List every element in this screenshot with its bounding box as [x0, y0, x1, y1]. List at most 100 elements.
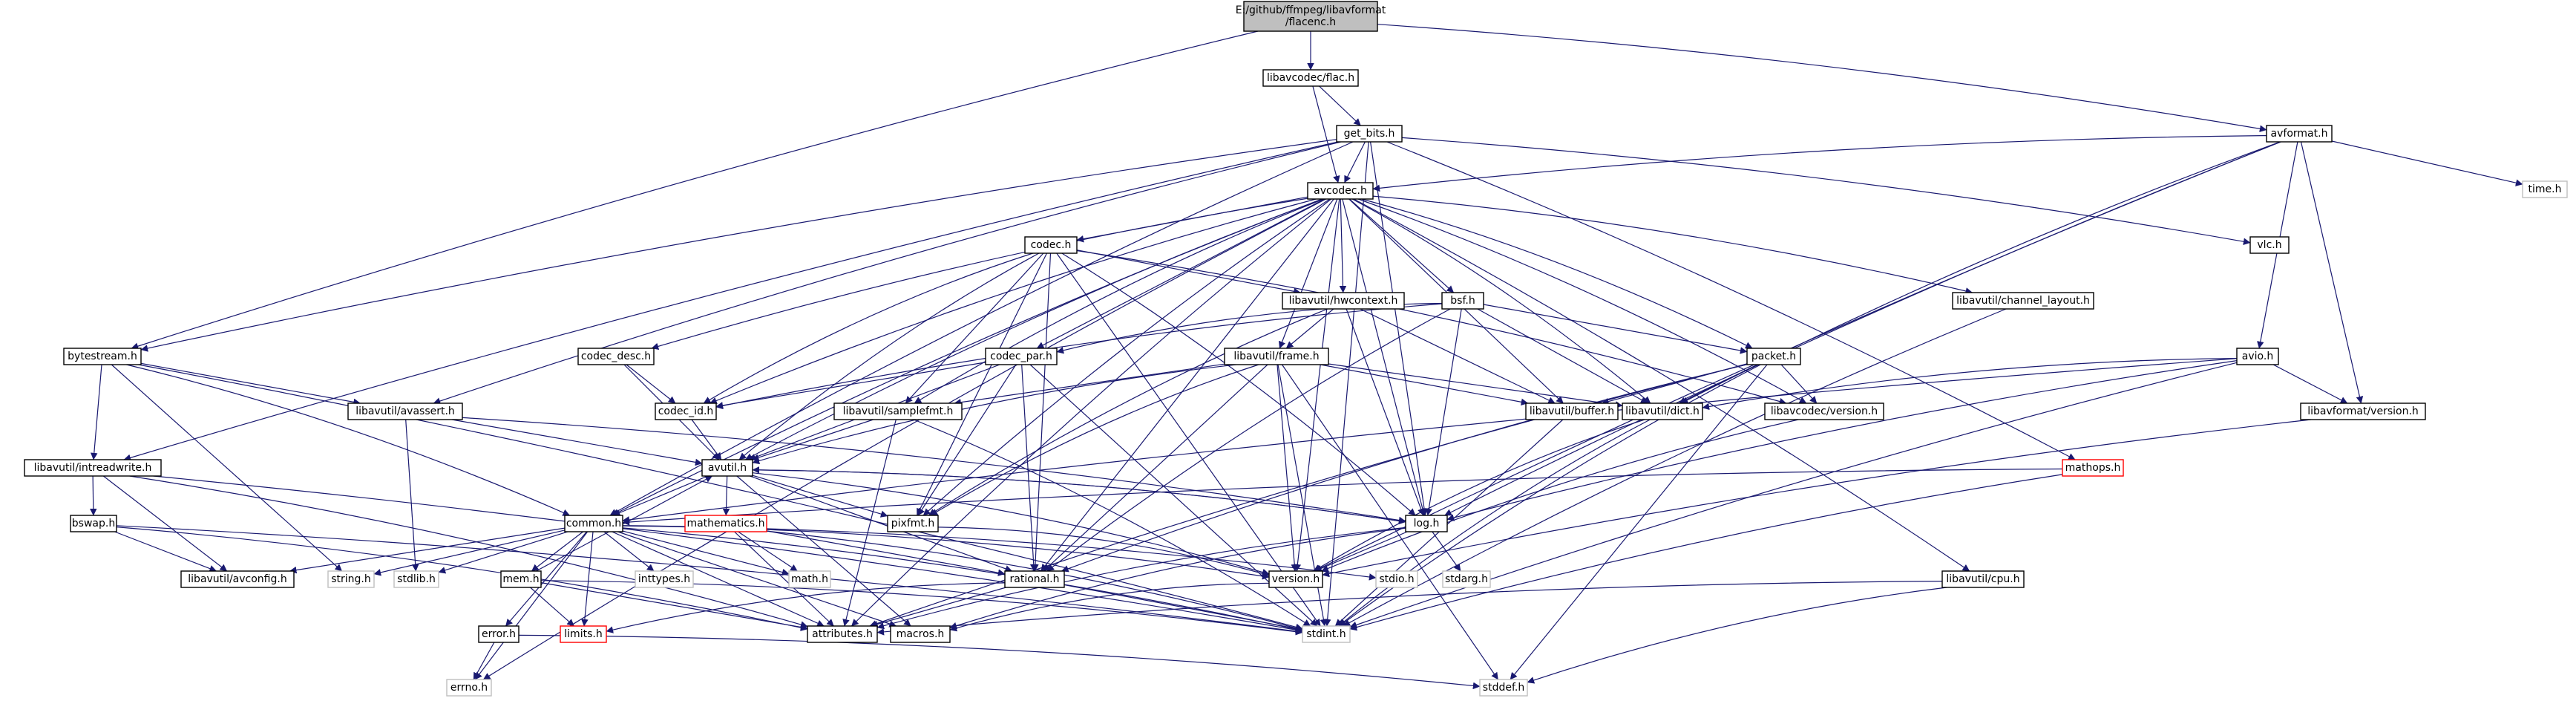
edge-common_h-to-version_h: [622, 525, 1270, 580]
edge-bsf_h-to-packet_h: [1483, 304, 1748, 354]
node-label: rational.h: [1010, 573, 1060, 585]
node-box: [1336, 125, 1403, 143]
node-codec-h[interactable]: codec.h: [1024, 236, 1078, 254]
node-frame-h[interactable]: libavutil/frame.h: [1224, 348, 1329, 365]
node-label: avcodec.h: [1314, 185, 1367, 197]
node-avformat-h[interactable]: avformat.h: [2266, 125, 2333, 143]
edge-avcodec_h-to-codec_desc_h: [651, 198, 1308, 351]
node-attributes-h[interactable]: attributes.h: [807, 625, 878, 643]
node-label: log.h: [1414, 518, 1440, 529]
edge-common_h-to-string_h: [373, 529, 566, 576]
node-pixfmt-h[interactable]: pixfmt.h: [887, 515, 939, 532]
node-label: error.h: [482, 628, 516, 640]
edge-get_bits_h-to-avassert_h: [433, 141, 1341, 405]
edge-codec_h-to-rational_h: [1032, 252, 1052, 572]
node-mathops-h[interactable]: mathops.h: [2062, 459, 2124, 477]
edge-get_bits_h-to-log_h: [1370, 141, 1428, 516]
node-stdio-h[interactable]: stdio.h: [1375, 570, 1418, 588]
edge-rational_h-to-stdint_h: [1063, 584, 1303, 633]
node-channel-layout-h[interactable]: libavutil/channel_layout.h: [1952, 292, 2094, 310]
node-mem-h[interactable]: mem.h: [500, 570, 542, 588]
edge-frame_h-to-stdint_h: [1277, 364, 1328, 627]
node-hwcontext-h[interactable]: libavutil/hwcontext.h: [1282, 292, 1405, 310]
edge-avutil_h-to-common_h: [612, 475, 708, 516]
edge-flac_h-to-get_bits_h: [1319, 85, 1361, 126]
edge-avutil_h-to-mathematics_h: [722, 475, 730, 516]
node-avcodec-h[interactable]: avcodec.h: [1307, 182, 1374, 200]
edge-packet_h-to-lavc_version_h: [1780, 364, 1818, 404]
node-vlc-h[interactable]: vlc.h: [2249, 236, 2290, 254]
edge-common_h-to-inttypes_h: [603, 531, 655, 572]
node-label: mathematics.h: [686, 518, 764, 529]
edge-avcodec_h-to-codec_par_h: [1036, 198, 1325, 349]
node-cpu-h[interactable]: libavutil/cpu.h: [1941, 570, 2025, 588]
node-bswap-h[interactable]: bswap.h: [70, 515, 117, 532]
node-lavc-version-h[interactable]: libavcodec/version.h: [1764, 402, 1884, 420]
node-box: [2249, 236, 2290, 254]
node-avassert-h[interactable]: libavutil/avassert.h: [347, 402, 463, 420]
edge-packet_h-to-stddef_h: [1510, 364, 1768, 680]
edge-rational_h-to-attributes_h: [871, 587, 1006, 628]
node-box: [2236, 348, 2279, 365]
node-flac-h[interactable]: libavcodec/flac.h: [1262, 69, 1359, 87]
node-lavf-version-h[interactable]: libavformat/version.h: [2300, 402, 2426, 420]
node-label: libavutil/intreadwrite.h: [34, 462, 152, 474]
node-box: [446, 679, 492, 697]
node-errno-h[interactable]: errno.h: [446, 679, 492, 697]
node-label: libavutil/frame.h: [1233, 351, 1319, 362]
node-stddef-h[interactable]: stddef.h: [1479, 679, 1528, 697]
edge-hwcontext_h-to-frame_h: [1285, 308, 1334, 349]
edge-bswap_h-to-attributes_h: [116, 527, 808, 631]
node-string-h[interactable]: string.h: [327, 570, 375, 588]
node-avutil-h[interactable]: avutil.h: [701, 459, 753, 477]
node-time-h[interactable]: time.h: [2522, 180, 2568, 198]
node-stdint-h[interactable]: stdint.h: [1302, 625, 1351, 643]
edge-get_bits_h-to-mathops_h: [1386, 141, 2076, 460]
edge-avcodec_h-to-codec_id_h: [709, 198, 1317, 404]
node-get-bits-h[interactable]: get_bits.h: [1336, 125, 1403, 143]
edge-get_bits_h-to-bytestream_h: [140, 139, 1337, 352]
node-samplefmt-h[interactable]: libavutil/samplefmt.h: [833, 402, 963, 420]
node-box: [1004, 570, 1065, 588]
node-box: [1479, 679, 1528, 697]
node-intreadwrite-h[interactable]: libavutil/intreadwrite.h: [24, 459, 162, 477]
node-dict-h[interactable]: libavutil/dict.h: [1622, 402, 1703, 420]
node-bytestream-h[interactable]: bytestream.h: [63, 348, 142, 365]
edge-avcodec_h-to-dict_h: [1351, 198, 1651, 404]
node-macros-h[interactable]: macros.h: [890, 625, 951, 643]
node-packet-h[interactable]: packet.h: [1746, 348, 1801, 365]
edge-samplefmt_h-to-stdint_h: [913, 419, 1311, 627]
node-avio-h[interactable]: avio.h: [2236, 348, 2279, 365]
node-stdarg-h[interactable]: stdarg.h: [1442, 570, 1491, 588]
node-label: mathops.h: [2065, 462, 2121, 474]
edge-avcodec_h-to-cpu_h: [1353, 198, 1970, 572]
node-math-h[interactable]: math.h: [788, 570, 831, 588]
node-avconfig-h[interactable]: libavutil/avconfig.h: [180, 570, 295, 588]
node-log-h[interactable]: log.h: [1405, 515, 1448, 532]
node-label: codec_par.h: [990, 351, 1052, 362]
node-codec-par-h[interactable]: codec_par.h: [985, 348, 1058, 365]
edge-get_bits_h-to-avcodec_h: [1344, 141, 1366, 183]
node-codec-desc-h[interactable]: codec_desc.h: [577, 348, 655, 365]
edge-avcodec_h-to-frame_h: [1279, 198, 1338, 349]
edge-get_bits_h-to-intreadwrite_h: [123, 141, 1339, 461]
node-bsf-h[interactable]: bsf.h: [1441, 292, 1484, 310]
node-mathematics-h[interactable]: mathematics.h: [684, 515, 767, 532]
node-box: [1525, 402, 1619, 420]
node-label: libavformat/version.h: [2307, 405, 2419, 417]
node-root[interactable]: E:/github/ffmpeg/libavformat/flacenc.h: [1236, 1, 1386, 32]
node-box: [478, 625, 520, 643]
edge-pixfmt_h-to-version_h: [937, 527, 1270, 577]
node-error-h[interactable]: error.h: [478, 625, 520, 643]
node-common-h[interactable]: common.h: [564, 515, 623, 532]
edge-error_h-to-errno_h: [473, 642, 495, 680]
edge-root-to-bytestream_h: [131, 30, 1259, 350]
edge-bswap_h-to-stdint_h: [116, 525, 1303, 635]
node-codec-id-h[interactable]: codec_id.h: [655, 402, 717, 420]
node-rational-h[interactable]: rational.h: [1004, 570, 1065, 588]
node-buffer-h[interactable]: libavutil/buffer.h: [1525, 402, 1619, 420]
node-limits-h[interactable]: limits.h: [560, 625, 607, 643]
node-stdlib-h[interactable]: stdlib.h: [393, 570, 439, 588]
node-inttypes-h[interactable]: inttypes.h: [635, 570, 694, 588]
node-version-h[interactable]: version.h: [1268, 570, 1323, 588]
